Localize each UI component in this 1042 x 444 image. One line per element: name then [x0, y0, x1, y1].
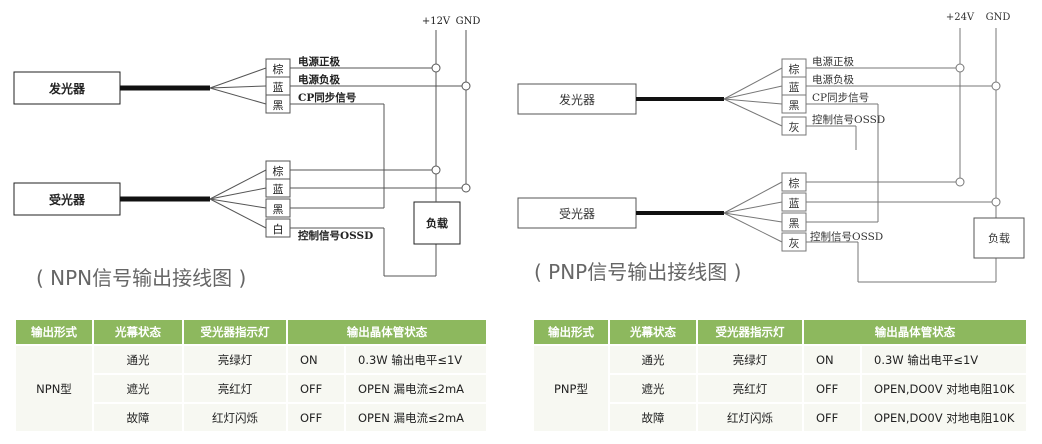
pnp-emitter-label: 发光器 [559, 92, 595, 107]
curtain-state: 通光 [608, 344, 698, 375]
npn-gnd-label: GND [456, 16, 481, 27]
pnp-receiver-wire-label: 控制信号OSSD [810, 230, 883, 243]
npn-receiver-wire-label: 控制信号OSSD [298, 229, 373, 242]
table-header: 光幕状态 [92, 318, 184, 346]
npn-emitter-wire-color: 黑 [273, 99, 284, 112]
pnp-wiring-diagram: 发光器 受光器 +24V GND 棕 蓝 黑 灰 电源正极 电源负极 CP同步信… [517, 12, 1025, 283]
pnp-emitter-wire-color: 灰 [789, 120, 800, 134]
pnp-emitter-wire-label: 电源负极 [812, 73, 854, 86]
npn-emitter-wire-label: 电源正极 [298, 55, 340, 68]
pnp-gnd-label: GND [986, 12, 1011, 23]
transistor-desc: OPEN,DO0V 对地电阻10K [860, 373, 1028, 404]
receiver-led: 红灯闪烁 [696, 402, 804, 433]
output-type: NPN型 [14, 344, 94, 433]
transistor-desc: OPEN 漏电流≤2mA [344, 402, 488, 433]
table-header: 受光器指示灯 [182, 318, 288, 346]
receiver-led: 亮绿灯 [696, 344, 804, 375]
transistor-desc: OPEN 漏电流≤2mA [344, 373, 488, 404]
npn-receiver-label: 受光器 [49, 192, 86, 207]
receiver-led: 亮红灯 [182, 373, 288, 404]
curtain-state: 遮光 [92, 373, 184, 404]
npn-supply-label: +12V [422, 16, 451, 27]
pnp-receiver-wire-color: 棕 [789, 176, 800, 190]
transistor-switch: OFF [802, 402, 862, 433]
table-row: 故障 红灯闪烁 OFF OPEN 漏电流≤2mA [15, 402, 488, 433]
curtain-state: 故障 [92, 402, 184, 433]
pnp-emitter-wire-label: 控制信号OSSD [812, 113, 885, 126]
pnp-emitter-wire-label: 电源正极 [812, 55, 854, 68]
pnp-receiver-label: 受光器 [559, 207, 595, 221]
transistor-switch: ON [286, 344, 346, 375]
table-header: 输出晶体管状态 [286, 318, 488, 346]
npn-receiver-wire-color: 黑 [273, 203, 284, 216]
transistor-desc: 0.3W 输出电平≤1V [344, 344, 488, 375]
npn-load-label: 负载 [426, 216, 448, 230]
receiver-led: 亮绿灯 [182, 344, 288, 375]
table-row: 遮光 亮红灯 OFF OPEN 漏电流≤2mA [15, 373, 488, 404]
table-row: PNP型 通光 亮绿灯 ON 0.3W 输出电平≤1V [532, 344, 1028, 433]
curtain-state: 故障 [608, 402, 698, 433]
table-row: 遮光 亮红灯 OFF OPEN,DO0V 对地电阻10K [533, 373, 1028, 404]
transistor-switch: OFF [802, 373, 862, 404]
transistor-desc: 0.3W 输出电平≤1V [860, 344, 1028, 375]
receiver-led: 亮红灯 [696, 373, 804, 404]
pnp-receiver-wire-color: 蓝 [789, 197, 800, 210]
pnp-supply-label: +24V [946, 12, 975, 23]
pnp-emitter-wire-label: CP同步信号 [812, 92, 869, 104]
receiver-led: 红灯闪烁 [182, 402, 288, 433]
npn-emitter-wire-label: 电源负极 [298, 73, 340, 86]
pnp-emitter-wire-color: 蓝 [789, 81, 800, 94]
npn-emitter-wire-label: CP同步信号 [298, 91, 356, 104]
output-type: PNP型 [532, 344, 610, 433]
pnp-spec-table: 输出形式 光幕状态 受光器指示灯 输出晶体管状态 PNP型 通光 亮绿灯 ON … [532, 318, 1028, 433]
npn-receiver-wire-color: 棕 [273, 164, 284, 178]
npn-caption: ( NPN信号输出接线图 ) [36, 266, 247, 290]
transistor-desc: OPEN,DO0V 对地电阻10K [860, 402, 1028, 433]
pnp-emitter-wire-color: 棕 [789, 62, 800, 76]
transistor-switch: OFF [286, 373, 346, 404]
table-header: 输出形式 [14, 318, 94, 346]
npn-emitter-wire-color: 棕 [273, 62, 284, 76]
transistor-switch: ON [802, 344, 862, 375]
pnp-load-label: 负载 [988, 231, 1010, 245]
table-header: 输出晶体管状态 [802, 318, 1028, 346]
table-header: 光幕状态 [608, 318, 698, 346]
npn-spec-table: 输出形式 光幕状态 受光器指示灯 输出晶体管状态 NPN型 通光 亮绿灯 ON … [14, 318, 488, 433]
curtain-state: 通光 [92, 344, 184, 375]
pnp-caption: ( PNP信号输出接线图 ) [534, 260, 742, 284]
npn-receiver-wire-color: 蓝 [273, 183, 284, 196]
table-header: 输出形式 [532, 318, 610, 346]
npn-emitter-wire-color: 蓝 [273, 81, 284, 94]
npn-wiring-diagram: 发光器 受光器 +12V GND 棕 蓝 黑 电源正极 电源负极 CP同步信号 … [13, 16, 481, 277]
npn-receiver-wire-color: 白 [273, 222, 284, 236]
pnp-receiver-wire-color: 灰 [789, 236, 800, 250]
curtain-state: 遮光 [608, 373, 698, 404]
table-row: NPN型 通光 亮绿灯 ON 0.3W 输出电平≤1V [14, 344, 488, 433]
npn-emitter-label: 发光器 [48, 81, 86, 96]
pnp-receiver-wire-color: 黑 [789, 217, 800, 230]
pnp-emitter-wire-color: 黑 [789, 99, 800, 112]
table-row: 故障 红灯闪烁 OFF OPEN,DO0V 对地电阻10K [533, 402, 1028, 433]
transistor-switch: OFF [286, 402, 346, 433]
table-header: 受光器指示灯 [696, 318, 804, 346]
